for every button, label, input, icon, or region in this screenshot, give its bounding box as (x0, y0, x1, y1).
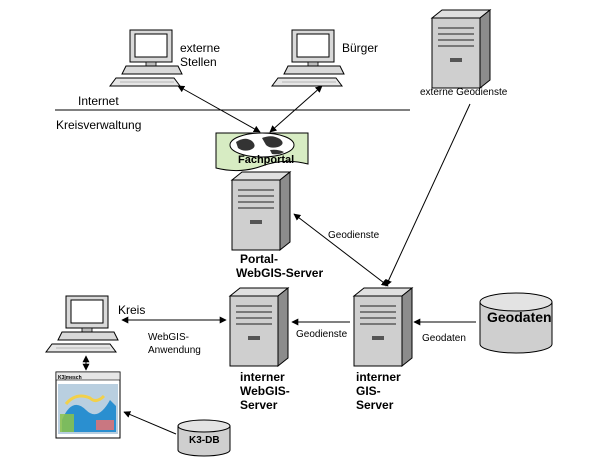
fachportal-label: Fachportal (238, 154, 294, 166)
globe-icon (229, 132, 295, 158)
interner-gis-label-3: Server (356, 398, 394, 412)
geodienste-internal-label: Geodienste (296, 329, 348, 340)
server-icon (353, 287, 413, 367)
arrow-k3db-screenshot (123, 411, 177, 435)
arrow-buerger-fachportal (269, 85, 323, 133)
kreis-label: Kreis (118, 303, 145, 317)
webgis-anwendung-label-2: Anwendung (148, 345, 201, 356)
buerger-label: Bürger (342, 41, 378, 55)
computer-icon (109, 29, 183, 87)
fachportal-icon (215, 132, 309, 172)
portal-server-label-2: WebGIS-Server (236, 266, 323, 280)
screenshot-thumbnail: K3|mesch (55, 371, 121, 439)
interner-webgis-label-3: Server (240, 398, 278, 412)
externe-stellen-label-2: Stellen (180, 55, 217, 69)
externe-stellen-label-1: externe (180, 41, 220, 55)
kreisverwaltung-label: Kreisverwaltung (56, 118, 141, 132)
internet-label: Internet (78, 94, 119, 108)
geodienste-portal-label: Geodienste (328, 230, 380, 241)
interner-webgis-label-1: interner (240, 370, 285, 384)
portal-server-label-1: Portal- (240, 252, 278, 266)
k3-screenshot-title: K3|mesch (58, 375, 82, 381)
arrow-portal-gis (293, 213, 389, 287)
interner-gis-label-2: GIS- (356, 384, 381, 398)
arrow-externe-geodienste-gis (385, 103, 471, 287)
k3-db-label: K3-DB (189, 435, 220, 446)
externe-geodienste-label: externe Geodienste (420, 87, 508, 98)
geodaten-label: Geodaten (422, 333, 466, 344)
server-icon (229, 287, 289, 367)
database-icon (177, 419, 231, 457)
arrow-externe-stellen-fachportal (177, 85, 261, 133)
computer-icon (271, 29, 345, 87)
interner-webgis-label-2: WebGIS- (240, 384, 290, 398)
geodaten-db-label: Geodaten (487, 309, 552, 325)
webgis-anwendung-label-1: WebGIS- (148, 332, 189, 343)
server-icon (431, 9, 491, 89)
interner-gis-label-1: interner (356, 370, 401, 384)
server-icon (231, 171, 291, 251)
computer-icon (45, 295, 119, 353)
database-icon (479, 292, 553, 354)
